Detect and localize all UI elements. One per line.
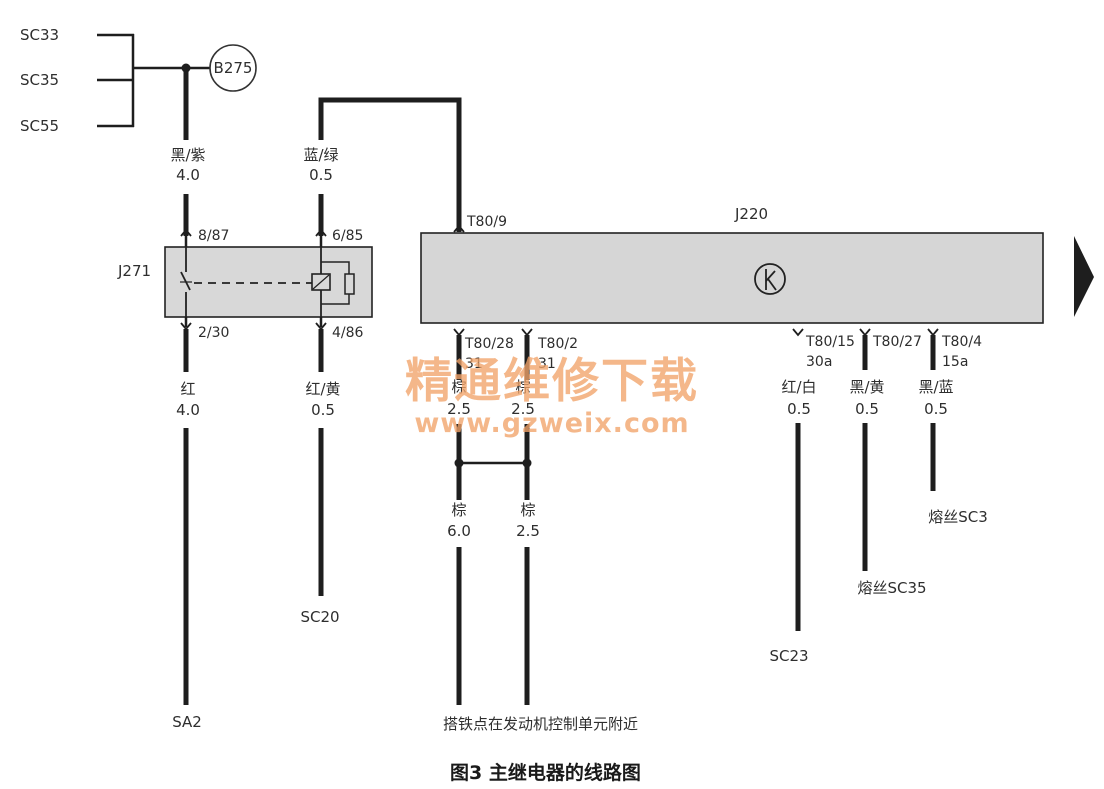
ground-wire-2-color: 棕 bbox=[520, 501, 535, 519]
wire-t80-28-color: 棕 bbox=[451, 378, 466, 396]
wire-t80-15-gauge: 0.5 bbox=[787, 400, 811, 418]
t80-4-label: T80/4 bbox=[941, 334, 982, 350]
t80-28-label: T80/28 bbox=[464, 336, 514, 352]
wire-2-color: 蓝/绿 bbox=[303, 146, 338, 164]
wire-t80-27-color: 黑/黄 bbox=[849, 378, 884, 396]
ecu-pin-arrows bbox=[453, 328, 939, 337]
wire-t80-4-gauge: 0.5 bbox=[924, 400, 948, 418]
dest-fuse-sc3: 熔丝SC3 bbox=[928, 508, 988, 526]
watermark-title: 精通维修下载 bbox=[405, 354, 699, 409]
feed-bus bbox=[97, 33, 186, 128]
ground-junction-left bbox=[454, 458, 464, 468]
wire-t80-27-gauge: 0.5 bbox=[855, 400, 879, 418]
t80-9-label: T80/9 bbox=[466, 214, 507, 230]
ground-junction-right bbox=[522, 458, 532, 468]
wire-t80-28-gauge: 2.5 bbox=[447, 400, 471, 418]
dest-sa2: SA2 bbox=[172, 713, 202, 731]
wire-4-color: 红/黄 bbox=[305, 380, 340, 398]
ground-wire-1-gauge: 6.0 bbox=[447, 522, 471, 540]
t80-15-label: T80/15 bbox=[805, 334, 855, 350]
t80-2-label: T80/2 bbox=[537, 336, 578, 352]
feed-label-sc33: SC33 bbox=[20, 26, 59, 44]
wire-3-gauge: 4.0 bbox=[176, 401, 200, 419]
pin-6-85-label: 6/85 bbox=[332, 228, 363, 244]
wire-t80-2-gauge: 2.5 bbox=[511, 400, 535, 418]
t80-27-label: T80/27 bbox=[872, 334, 922, 350]
dest-fuse-sc35: 熔丝SC35 bbox=[857, 579, 926, 597]
continuation-arrow-icon bbox=[1074, 236, 1094, 317]
t80-4-sub: 15a bbox=[942, 354, 968, 370]
wire-t80-2-color: 棕 bbox=[515, 378, 530, 396]
wire-4-gauge: 0.5 bbox=[311, 401, 335, 419]
feed-label-sc55: SC55 bbox=[20, 117, 59, 135]
pin-8-87-label: 8/87 bbox=[198, 228, 229, 244]
dest-sc23: SC23 bbox=[769, 647, 808, 665]
wire-2-upper bbox=[318, 97, 462, 232]
ground-wire-1-color: 棕 bbox=[451, 501, 466, 519]
wire-3-color: 红 bbox=[180, 380, 195, 398]
relay-name: J271 bbox=[117, 262, 151, 280]
dest-sc20: SC20 bbox=[300, 608, 339, 626]
relay-box bbox=[164, 246, 373, 318]
ecu-box bbox=[420, 232, 1044, 324]
b275-label: B275 bbox=[214, 59, 253, 77]
ecu-name: J220 bbox=[734, 205, 768, 223]
pin-6-85-arrow bbox=[315, 228, 327, 237]
t80-9-arrow bbox=[453, 224, 465, 233]
pin-4-86-label: 4/86 bbox=[332, 325, 364, 341]
wire-1-gauge: 4.0 bbox=[176, 166, 200, 184]
wire-1-color: 黑/紫 bbox=[170, 146, 205, 164]
ground-wire-2-gauge: 2.5 bbox=[516, 522, 540, 540]
b275-connector-circle bbox=[209, 44, 257, 92]
pin-2-30-label: 2/30 bbox=[198, 325, 229, 341]
feed-label-sc35: SC35 bbox=[20, 71, 59, 89]
wire-t80-4-color: 黑/蓝 bbox=[918, 378, 953, 396]
ground-note: 搭铁点在发动机控制单元附近 bbox=[443, 715, 638, 733]
t80-2-sub: 31 bbox=[538, 356, 556, 372]
t80-15-sub: 30a bbox=[806, 354, 832, 370]
watermark-url: www.gzweix.com bbox=[414, 408, 689, 439]
wire-2-gauge: 0.5 bbox=[309, 166, 333, 184]
wire-t80-15-color: 红/白 bbox=[781, 378, 816, 396]
pin-8-87-arrow bbox=[180, 228, 192, 237]
figure-caption: 图3 主继电器的线路图 bbox=[450, 761, 641, 784]
ecu-symbol-icon bbox=[754, 263, 786, 295]
t80-28-sub: 31 bbox=[465, 356, 483, 372]
